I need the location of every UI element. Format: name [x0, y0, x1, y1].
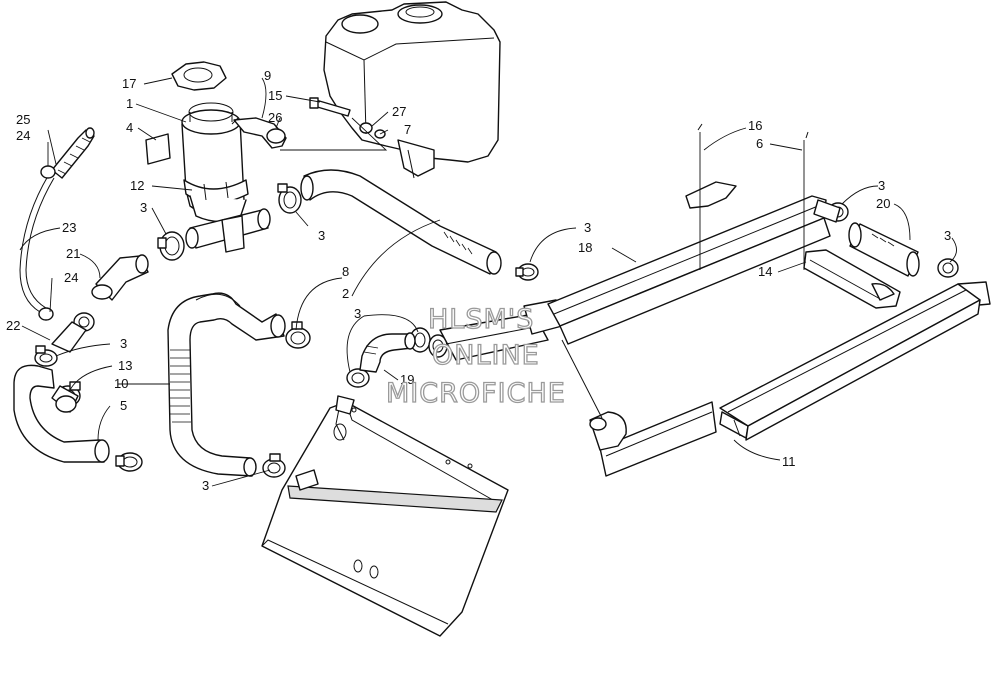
radiator-cap — [171, 61, 227, 91]
clamp-13 — [55, 395, 77, 413]
callout-3-bottom: 3 — [202, 478, 209, 493]
callout-21: 21 — [66, 246, 80, 261]
long-upper-hose — [300, 169, 502, 275]
callout-9: 9 — [264, 68, 271, 83]
center-connector — [439, 299, 563, 361]
callout-3-hose: 3 — [318, 228, 325, 243]
watermark: HLSM'S ONLINE MICROFICHE — [385, 303, 566, 409]
callout-20: 20 — [876, 196, 890, 211]
hose-clamps — [34, 183, 959, 478]
callout-4: 4 — [126, 120, 133, 135]
watermark-line-3: MICROFICHE — [386, 378, 566, 409]
callout-27: 27 — [392, 104, 406, 119]
callout-15: 15 — [268, 88, 282, 103]
callout-24b: 24 — [64, 270, 78, 285]
callout-18: 18 — [578, 240, 592, 255]
callout-1: 1 — [126, 96, 133, 111]
callout-labels: 25 24 23 21 24 22 3 13 10 5 3 17 1 4 12 … — [6, 68, 951, 493]
callout-22: 22 — [6, 318, 20, 333]
center-small-hose — [359, 332, 416, 373]
overflow-hose — [19, 127, 95, 321]
watermark-line-1: HLSM'S — [428, 304, 534, 335]
callout-8: 8 — [342, 264, 349, 279]
callout-14: 14 — [758, 264, 772, 279]
tag-part — [145, 133, 171, 165]
filler-bracket — [231, 117, 287, 149]
callout-25: 25 — [16, 112, 30, 127]
heat-exchanger-11 — [719, 283, 981, 441]
callout-3-elbow: 3 — [354, 306, 361, 321]
watermark-line-2: ONLINE — [432, 340, 540, 371]
callout-3-tfitting: 3 — [140, 200, 147, 215]
callout-5: 5 — [120, 398, 127, 413]
small-elbow-hose — [91, 254, 149, 301]
callout-19: 19 — [400, 372, 414, 387]
filler-neck — [181, 102, 249, 223]
exchanger-front — [561, 339, 717, 477]
rear-panel — [261, 395, 509, 637]
callout-24: 24 — [16, 128, 30, 143]
t-fitting — [185, 208, 271, 253]
callout-3-far: 3 — [944, 228, 951, 243]
callout-2: 2 — [342, 286, 349, 301]
callout-16: 16 — [748, 118, 762, 133]
washer-nut — [280, 117, 388, 151]
callout-3-right: 3 — [878, 178, 885, 193]
bolt — [309, 97, 351, 117]
coolant-tank — [323, 1, 501, 179]
callout-11: 11 — [782, 454, 796, 469]
bridge-14 — [803, 249, 901, 309]
callout-10: 10 — [114, 376, 128, 391]
callout-23: 23 — [62, 220, 76, 235]
callout-13: 13 — [118, 358, 132, 373]
callout-17: 17 — [122, 76, 136, 91]
callout-3-left: 3 — [120, 336, 127, 351]
corrugated-hose — [167, 292, 286, 477]
callout-6: 6 — [756, 136, 763, 151]
callout-12: 12 — [130, 178, 144, 193]
leader-lines — [19, 77, 957, 487]
hose-20 — [848, 222, 920, 277]
lower-left-hose — [13, 364, 110, 463]
right-end-hose — [813, 199, 841, 223]
fitting-22 — [51, 321, 87, 353]
callout-26: 26 — [268, 110, 282, 125]
callout-3-mid: 3 — [584, 220, 591, 235]
callout-7: 7 — [404, 122, 411, 137]
